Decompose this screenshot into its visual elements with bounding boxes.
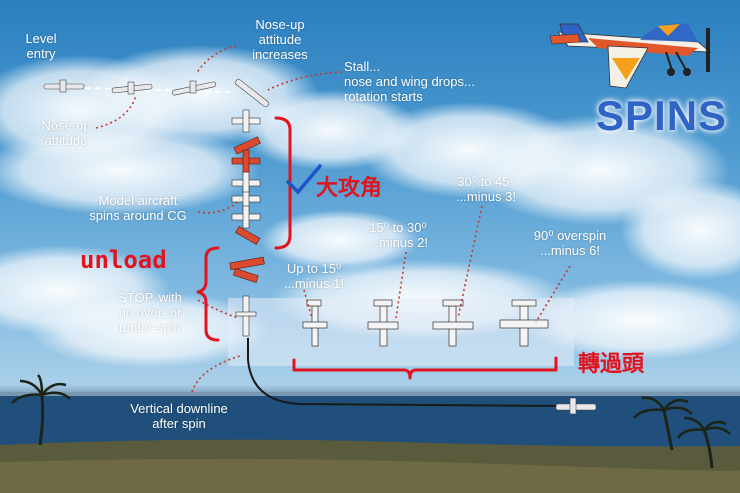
- label-15-to-30: 15⁰ to 30⁰...minus 2!: [368, 220, 428, 250]
- overspin-45-model: [432, 299, 474, 347]
- arrow-stall: [267, 71, 343, 91]
- model-airplane-icon: [549, 23, 712, 89]
- overspin-30-model: [367, 299, 399, 347]
- annotation-unload: unload: [80, 246, 167, 274]
- arrow-stop: [197, 299, 239, 319]
- arrow-90-overspin: [535, 265, 571, 323]
- label-30-to-45: 30⁰ to 45⁰...minus 3!: [456, 174, 516, 204]
- label-up-to-15: Up to 15⁰...minus 1!: [284, 261, 344, 291]
- arrow-nose-up-increases: [195, 45, 237, 75]
- label-90-overspin: 90⁰ overspin...minus 6!: [533, 228, 607, 258]
- stall-plane: [234, 78, 270, 108]
- entry-plane-3: [172, 80, 217, 96]
- check-mark-icon: [286, 164, 322, 195]
- annotation-over-rotation: 轉過頭: [578, 351, 645, 377]
- overspin-90-model: [499, 299, 549, 347]
- entry-plane-1: [43, 79, 85, 93]
- label-stall: Stall...nose and wing drops...rotation s…: [344, 59, 475, 104]
- arrow-30-to-45: [457, 205, 483, 319]
- arrow-nose-up-attitude: [95, 95, 137, 129]
- over-rotation-bracket: [292, 356, 558, 380]
- arrow-vertical-downline: [191, 355, 241, 393]
- arrow-model-cg: [197, 199, 241, 214]
- page-title: SPINS: [596, 92, 728, 139]
- unload-bracket: [196, 246, 220, 342]
- annotation-high-aoa: 大攻角: [316, 175, 383, 201]
- palm-tree-right: [633, 396, 731, 469]
- exit-plane: [555, 397, 597, 415]
- palm-tree-left: [11, 374, 71, 446]
- overspin-15-model: [302, 299, 328, 347]
- overspin-panel: [228, 298, 574, 366]
- spin-column: [229, 109, 265, 337]
- downline-path: [247, 338, 561, 407]
- entry-plane-2: [111, 81, 153, 95]
- arrow-15-to-30: [395, 251, 407, 319]
